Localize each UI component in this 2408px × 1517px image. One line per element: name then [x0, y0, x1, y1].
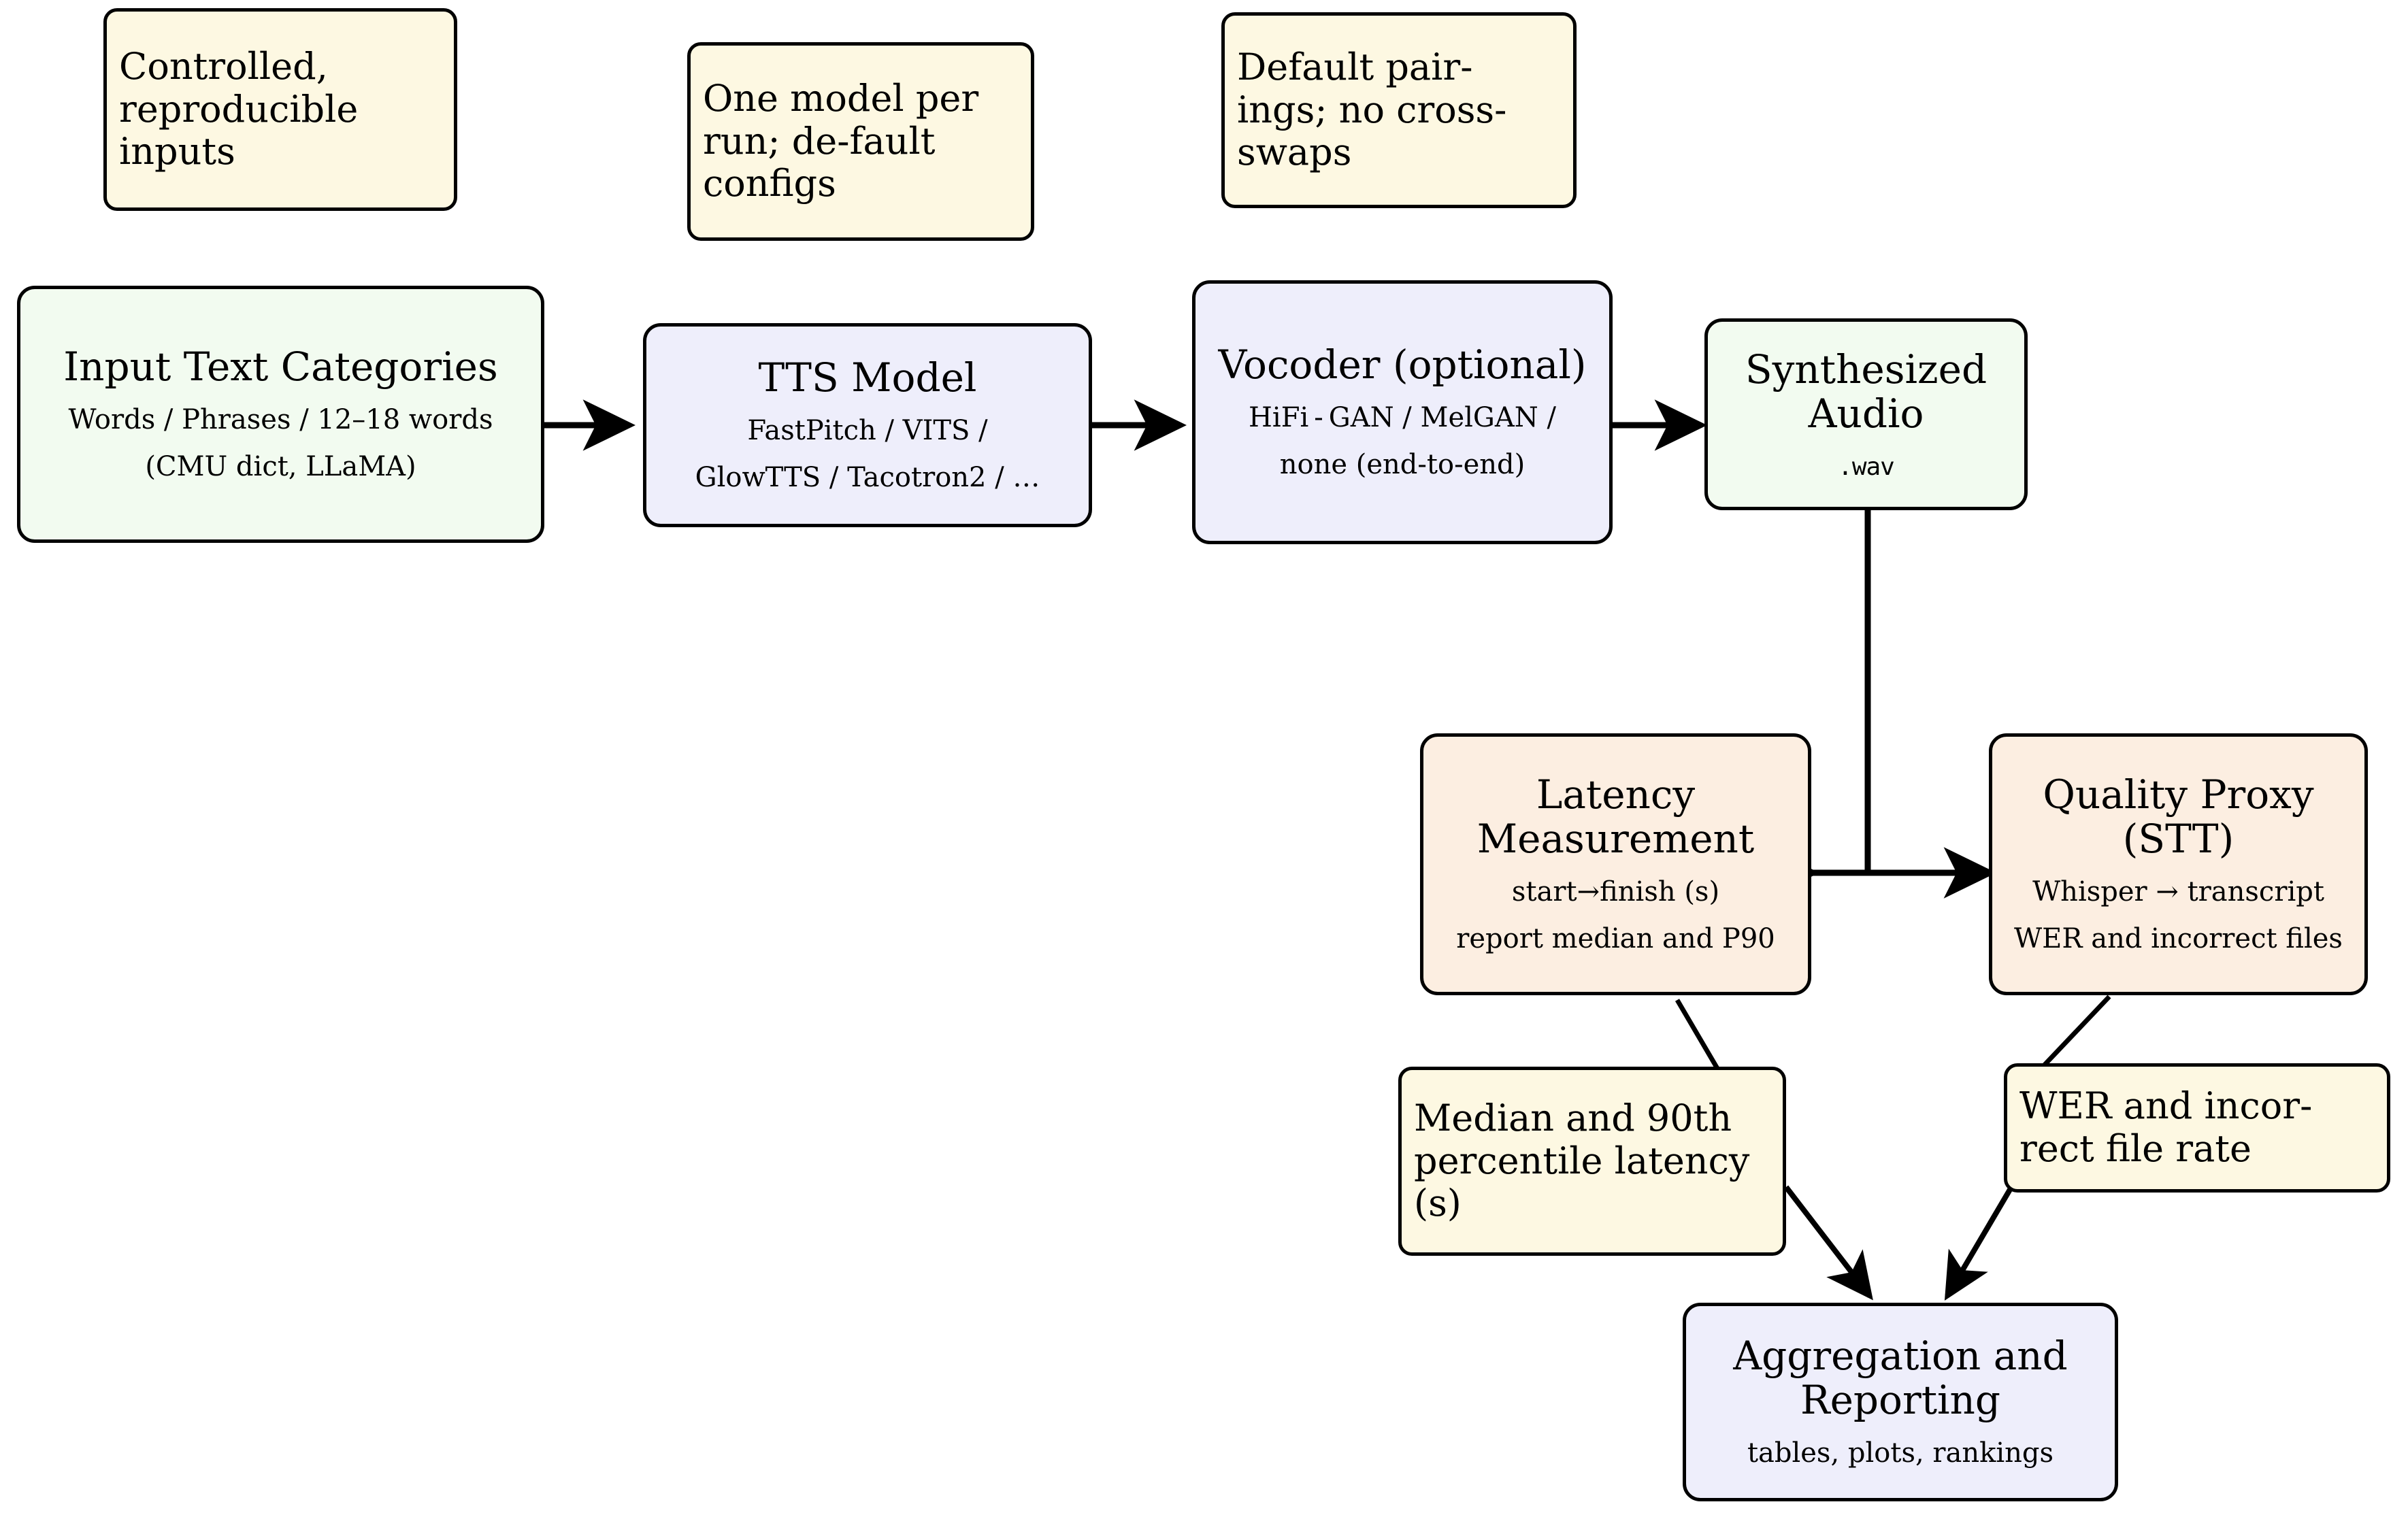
note-text: WER and incor-rect file rate — [2019, 1084, 2313, 1170]
note-text: Default pair-ings; no cross-swaps — [1237, 46, 1507, 174]
node-title: Synthesized Audio — [1745, 346, 1988, 437]
node-title: Quality Proxy (STT) — [2043, 771, 2314, 863]
node-subtitle-1: Whisper → transcript — [2032, 876, 2324, 908]
edge-median-to-aggregation — [1783, 1185, 1873, 1301]
edge-wer-to-aggregation — [1944, 1178, 2018, 1301]
node-file-extension: .wav — [1838, 453, 1895, 482]
node-subtitle-1: FastPitch / VITS / — [747, 415, 988, 447]
node-title: Latency Measurement — [1477, 771, 1755, 863]
node-subtitle-2: none (end-to-end) — [1279, 449, 1525, 481]
node-subtitle-2: (CMU dict, LLaMA) — [145, 451, 416, 483]
node-title: Vocoder (optional) — [1218, 341, 1587, 388]
note-controlled-reproducible-inputs: Controlled, reproducible inputs — [103, 8, 457, 211]
note-text: Median and 90th percentile latency (s) — [1414, 1097, 1750, 1225]
node-subtitle-2: report median and P90 — [1456, 923, 1775, 955]
node-subtitle-1: Words / Phrases / 12–18 words — [68, 404, 493, 436]
node-vocoder[interactable]: Vocoder (optional) HiFi - GAN / MelGAN /… — [1192, 280, 1613, 544]
node-input-text-categories[interactable]: Input Text Categories Words / Phrases / … — [17, 286, 544, 543]
node-title: Aggregation and Reporting — [1733, 1333, 2068, 1424]
node-title: TTS Model — [758, 354, 977, 401]
node-subtitle-2: GlowTTS / Tacotron2 / … — [695, 462, 1040, 494]
note-one-model-per-run: One model per run; de-fault configs — [687, 42, 1034, 241]
note-text: Controlled, reproducible inputs — [119, 45, 359, 173]
node-tts-model[interactable]: TTS Model FastPitch / VITS / GlowTTS / T… — [643, 323, 1092, 527]
node-latency-measurement[interactable]: Latency Measurement start→finish (s) rep… — [1420, 733, 1811, 995]
note-text: One model per run; de-fault configs — [703, 77, 979, 205]
node-subtitle-1: HiFi - GAN / MelGAN / — [1249, 402, 1556, 434]
node-subtitle-2: WER and incorrect files — [2014, 923, 2343, 955]
note-wer-and-incorrect-file-rate: WER and incor-rect file rate — [2004, 1063, 2390, 1193]
note-median-and-90th-percentile-latency: Median and 90th percentile latency (s) — [1398, 1067, 1786, 1256]
node-title: Input Text Categories — [63, 344, 498, 390]
node-synthesized-audio[interactable]: Synthesized Audio .wav — [1704, 318, 2028, 510]
node-aggregation-and-reporting[interactable]: Aggregation and Reporting tables, plots,… — [1683, 1303, 2118, 1501]
note-default-pairings: Default pair-ings; no cross-swaps — [1221, 12, 1577, 208]
node-subtitle-1: tables, plots, rankings — [1747, 1437, 2054, 1469]
node-subtitle-1: start→finish (s) — [1511, 876, 1720, 908]
node-quality-proxy-stt[interactable]: Quality Proxy (STT) Whisper → transcript… — [1989, 733, 2368, 995]
